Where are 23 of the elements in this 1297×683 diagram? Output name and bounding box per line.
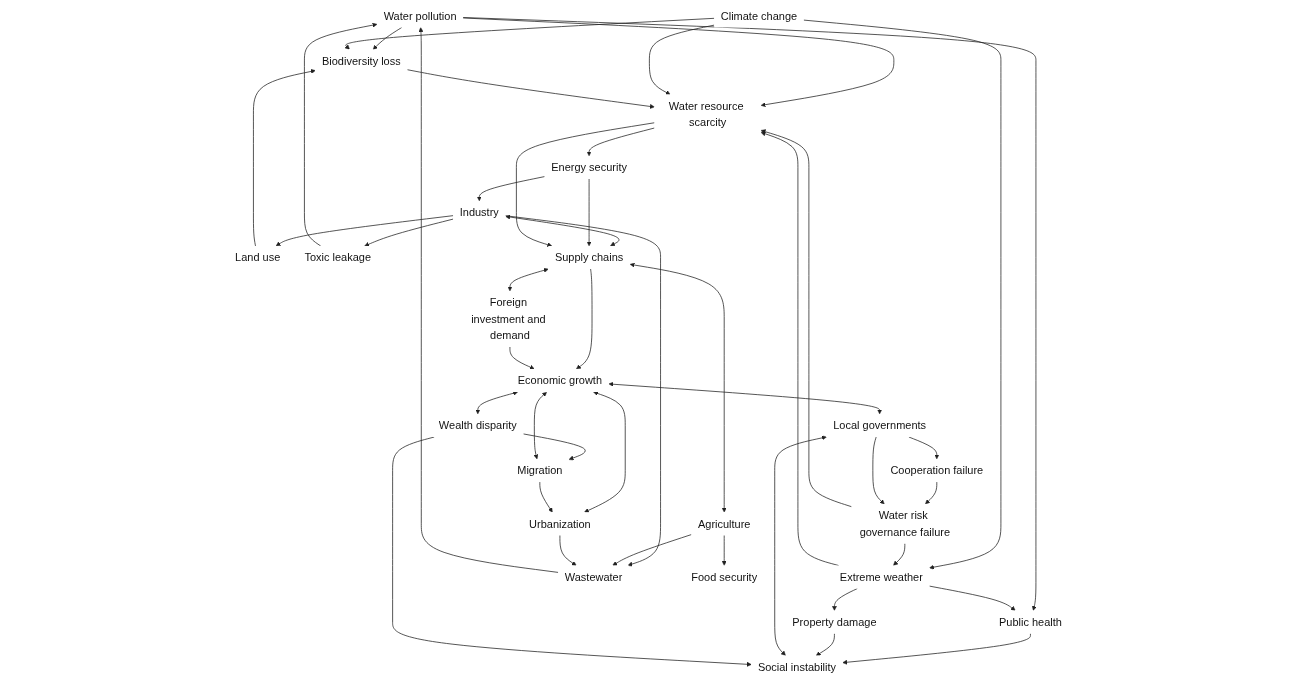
- node-text: Supply chains: [554, 251, 624, 264]
- node-text: Energy security: [551, 161, 627, 174]
- node-text: Wealth disparity: [438, 419, 517, 432]
- node-text: Industry: [459, 206, 499, 219]
- node-text: Property damage: [792, 616, 877, 629]
- node-text: Foreign investment and demand: [471, 296, 546, 342]
- node-text: Toxic leakage: [304, 251, 371, 264]
- node-text: Extreme weather: [839, 571, 923, 584]
- node-text: Public health: [999, 616, 1062, 629]
- node-text: Food security: [691, 571, 758, 584]
- node-text: Land use: [235, 251, 281, 264]
- node-text: Biodiversity loss: [321, 54, 401, 67]
- node-text: Local governments: [833, 419, 927, 432]
- node-text: Urbanization: [529, 517, 591, 530]
- node-text: Economic growth: [517, 374, 603, 387]
- node-text: Social instability: [757, 661, 837, 674]
- node-text: Water pollution: [383, 9, 457, 22]
- node-text: Cooperation failure: [890, 464, 984, 477]
- node-text: Water resource scarcity: [668, 99, 744, 129]
- node-text: Wastewater: [564, 571, 623, 584]
- node-text: Water risk governance failure: [859, 509, 951, 539]
- node-text: Agriculture: [697, 517, 751, 530]
- node-text: Migration: [517, 464, 563, 477]
